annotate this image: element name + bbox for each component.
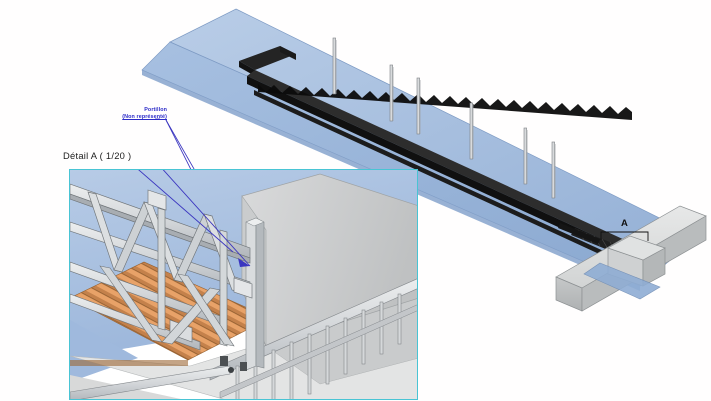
portillon-annotation: Portillon (Non représenté) [99, 107, 167, 122]
dark-steel-lattice-truss [239, 46, 640, 270]
detail-steel-lattice-truss [70, 183, 253, 351]
detail-a-inset [69, 169, 418, 400]
detail-callout-bracket-a [600, 231, 649, 241]
portillon-label-line1: Portillon [144, 107, 167, 113]
concrete-support-block [583, 235, 666, 300]
detail-base-fittings [220, 356, 247, 373]
detail-a-drawing [70, 170, 417, 399]
vertical-handrail-posts [332, 37, 556, 199]
detail-truss-legs [99, 265, 235, 347]
detail-title-label: Détail A ( 1/20 ) [63, 150, 132, 161]
portillon-label-line2: (Non représenté) [122, 114, 167, 121]
detail-leader-line [138, 170, 251, 267]
section-mark-a: A [621, 218, 628, 229]
